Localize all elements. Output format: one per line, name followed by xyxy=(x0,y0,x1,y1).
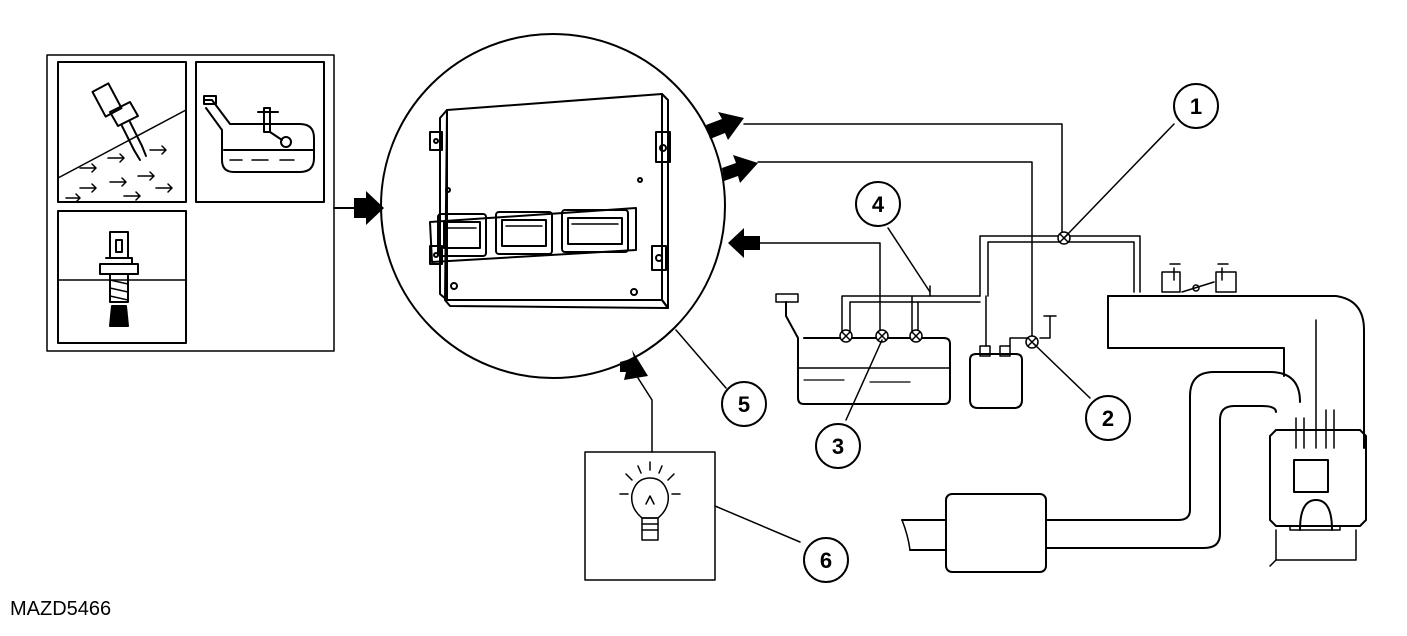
output-arrow-middle xyxy=(722,155,758,183)
temperature-sensor-icon xyxy=(57,231,187,327)
figure-reference-code: MAZD5466 xyxy=(10,598,112,620)
callout-5: 5 xyxy=(721,381,767,427)
callout-3: 3 xyxy=(815,423,861,469)
callout-6: 6 xyxy=(803,537,849,583)
fuel-tank-sensor-icon xyxy=(203,95,315,173)
callout-1: 1 xyxy=(1173,83,1219,129)
pcm-connectors xyxy=(429,207,637,263)
engine-intake xyxy=(1107,263,1367,567)
mass-airflow-sensor-icon xyxy=(57,82,187,203)
pcm-module xyxy=(380,33,726,379)
output-arrow-bottom xyxy=(620,350,648,380)
evap-canister xyxy=(969,231,1141,409)
callout-2-label: 2 xyxy=(1102,406,1114,431)
callout-4-label: 4 xyxy=(872,192,885,217)
callout-2: 2 xyxy=(1085,395,1131,441)
warning-lamp-box xyxy=(584,451,716,581)
callout-1-label: 1 xyxy=(1190,94,1202,119)
output-arrow-top xyxy=(706,112,744,140)
callout-5-label: 5 xyxy=(738,392,750,417)
light-bulb-icon xyxy=(619,461,681,541)
input-arrow xyxy=(354,191,384,225)
fuel-tank xyxy=(775,293,951,405)
callout-4: 4 xyxy=(855,181,901,227)
tank-valves xyxy=(839,329,923,343)
callout-3-label: 3 xyxy=(832,434,844,459)
exhaust-system xyxy=(901,371,1301,573)
callout-6-label: 6 xyxy=(820,548,832,573)
input-arrow-right xyxy=(728,228,760,258)
sensor-panel xyxy=(46,54,335,352)
